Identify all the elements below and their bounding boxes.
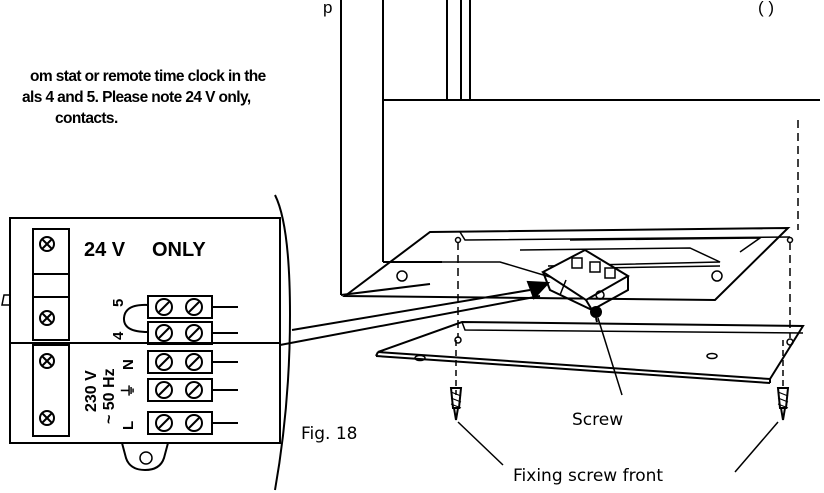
top-fragment: p [323,0,332,17]
alignment-lines [457,242,791,338]
screw-icon [590,306,602,323]
terminal-4-label: 4 [110,331,127,340]
label-24v: 24 V [84,239,126,261]
terminal-detail-box [1,194,292,491]
leader-lines [457,317,779,473]
terminal-block-on-unit [541,248,630,312]
figure-label: Fig. 18 [301,424,358,444]
terminal-earth-label: ⏚ [120,383,137,398]
intro-text: om stat or remote time clock in the als … [0,66,352,129]
label-only: ONLY [152,239,206,261]
mains-frequency-label: ~ 50 Hz [101,368,118,424]
front-cover-plate [375,320,805,384]
terminal-n-label: N [120,359,137,370]
top-right-fragment: ( ) [758,0,774,17]
intro-line-3: contacts. [55,110,118,127]
terminal-5-label: 5 [110,299,127,307]
mounting-plate-top [342,226,794,302]
boiler-casing [340,0,820,296]
terminal-l-label: L [120,421,137,430]
callout-fixing-screw-front: Fixing screw front [513,466,664,486]
fixing-screw-right-icon [776,340,790,421]
mains-voltage-label: 230 V [83,370,100,412]
intro-line-1: om stat or remote time clock in the [30,68,266,85]
detail-connector [279,280,551,346]
callout-screw: Screw [572,410,624,430]
intro-line-2: als 4 and 5. Please note 24 V only, [22,89,251,106]
fixing-screw-left-icon [449,340,463,421]
